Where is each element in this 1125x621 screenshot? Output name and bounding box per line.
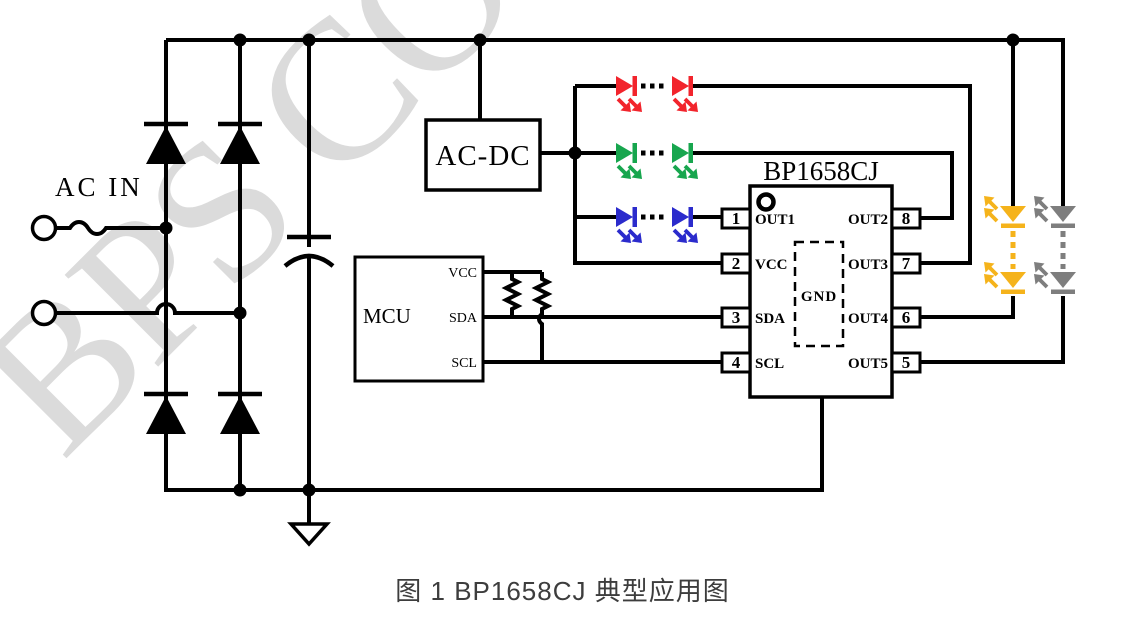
bulk-capacitor xyxy=(283,234,335,268)
capacitor-curved-plate xyxy=(283,253,335,268)
ac-in-label: AC IN xyxy=(55,172,143,202)
bp1658cj-chip: BP1658CJ GND 1 2 3 4 8 7 6 5 OUT1 xyxy=(720,156,922,399)
ac-terminal-1 xyxy=(30,214,58,242)
ground xyxy=(287,490,331,547)
gray-led-icon xyxy=(1034,262,1076,294)
acdc-label: AC-DC xyxy=(435,140,530,172)
pin-name-out5: OUT5 xyxy=(848,356,888,372)
pin-name-sda: SDA xyxy=(755,311,785,327)
acdc-block: AC-DC xyxy=(424,118,542,192)
pin-name-out4: OUT4 xyxy=(848,311,889,327)
mcu-block: MCU VCC SDA SCL xyxy=(353,255,485,383)
pin-name-out3: OUT3 xyxy=(848,257,888,273)
ac-line-2-crossover xyxy=(56,302,240,315)
red-string-route-out3 xyxy=(575,84,972,265)
gray-led-string xyxy=(1034,196,1076,294)
mcu-box xyxy=(353,255,485,383)
pin-number-4: 4 xyxy=(732,353,741,372)
ac-line-1-with-fuse xyxy=(56,220,166,236)
pin-number-5: 5 xyxy=(902,353,911,372)
pin-name-out1: OUT1 xyxy=(755,212,795,228)
green-led-string xyxy=(616,143,698,179)
pin-name-scl: SCL xyxy=(755,356,784,372)
pin-number-3: 3 xyxy=(732,308,741,327)
chip-title: BP1658CJ xyxy=(763,156,879,186)
amber-led-icon xyxy=(984,262,1026,294)
diode-bottom-right xyxy=(218,394,262,434)
gray-led-icon xyxy=(1034,196,1076,228)
diode-top-right xyxy=(218,124,262,164)
power-rails xyxy=(164,38,1065,492)
pin1-indicator-icon xyxy=(756,192,776,212)
amber-led-icon xyxy=(984,196,1026,228)
mcu-scl-label: SCL xyxy=(451,356,477,371)
pin-name-out2: OUT2 xyxy=(848,212,888,228)
pin-box-4 xyxy=(720,351,752,374)
green-led-icon xyxy=(616,143,642,179)
mcu-sda-label: SDA xyxy=(449,311,478,326)
red-led-string xyxy=(616,76,698,112)
diode-top-left xyxy=(144,124,188,164)
ground-symbol xyxy=(287,522,331,547)
pin-box-2 xyxy=(720,252,752,275)
sda-pullup-resistor xyxy=(501,272,523,317)
junction-dots xyxy=(159,33,1020,497)
red-led-icon xyxy=(616,76,642,112)
diode-bottom-left xyxy=(144,394,188,434)
led-routing xyxy=(575,40,1066,364)
pin-box-3 xyxy=(720,306,752,329)
chip-body xyxy=(748,184,894,399)
green-led-icon xyxy=(672,143,698,179)
i2c-wiring xyxy=(483,270,722,364)
pin-number-7: 7 xyxy=(902,254,911,273)
blue-led-icon xyxy=(672,207,698,243)
acdc-box xyxy=(424,118,542,192)
amber-string-route-out4 xyxy=(920,40,1015,319)
bottom-rail-and-gnd-return xyxy=(164,40,824,492)
pin-number-1: 1 xyxy=(732,209,741,228)
figure-caption: 图 1 BP1658CJ 典型应用图 xyxy=(395,576,730,606)
pin-name-vcc: VCC xyxy=(755,257,788,273)
mcu-label: MCU xyxy=(363,304,411,328)
bridge-rectifier xyxy=(144,124,262,434)
mcu-vcc-label: VCC xyxy=(448,266,477,281)
led-supply-bus xyxy=(573,86,722,265)
pin-number-6: 6 xyxy=(902,308,911,327)
gray-string-route-out5 xyxy=(920,296,1065,364)
gnd-pad-outline xyxy=(793,240,845,348)
amber-led-string xyxy=(984,196,1026,294)
top-rail xyxy=(166,38,1065,206)
pin-number-2: 2 xyxy=(732,254,741,273)
blue-led-string xyxy=(616,207,698,243)
green-string-route-out2 xyxy=(575,151,954,220)
chip-gnd-label: GND xyxy=(801,289,837,305)
blue-led-icon xyxy=(616,207,642,243)
red-led-icon xyxy=(672,76,698,112)
ac-input: AC IN xyxy=(30,172,240,327)
pin-number-8: 8 xyxy=(902,209,911,228)
ac-terminal-2 xyxy=(30,299,58,327)
scl-pullup-resistor xyxy=(531,272,553,362)
